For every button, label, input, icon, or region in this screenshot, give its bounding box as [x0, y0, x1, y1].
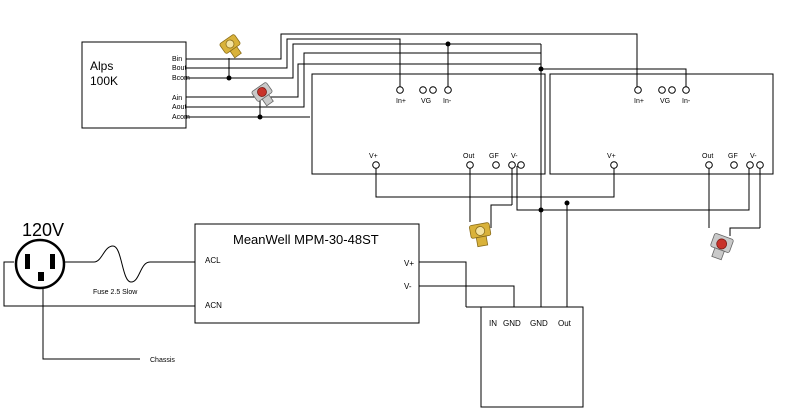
- wire-psu-v-minus: [419, 285, 515, 307]
- wire-bcom: [186, 43, 449, 88]
- regulator-out-label: Out: [558, 319, 572, 328]
- amp-left-gf-label: GF: [489, 153, 499, 160]
- pin-vg-a: [419, 86, 427, 94]
- pin-in-plus: [634, 86, 642, 94]
- amp-left-pins: [372, 86, 525, 169]
- amp-left-v-plus-label: V+: [369, 153, 378, 160]
- pin-vg-a: [658, 86, 666, 94]
- pin-in-minus: [682, 86, 690, 94]
- regulator-gnd2-label: GND: [530, 319, 548, 328]
- pot-pin-bout: Bout: [172, 65, 186, 72]
- amp-left-out-label: Out: [463, 153, 474, 160]
- amp-right-out-label: Out: [702, 153, 713, 160]
- mains-voltage-label: 120V: [22, 220, 64, 240]
- wire-psu-v-plus: [419, 261, 467, 307]
- amp-left-in-plus-label: In+: [396, 98, 406, 105]
- amp-right-in-plus-label: In+: [634, 98, 644, 105]
- pin-v-plus: [610, 161, 618, 169]
- power-wires: [3, 166, 761, 360]
- pin-gf: [492, 161, 500, 169]
- wire-v-minus-bus: [516, 166, 750, 211]
- wire-amp-left-gnd-to-jack: [490, 204, 512, 228]
- fuse-symbol: [93, 245, 151, 283]
- pot-pin-acom: Acom: [172, 114, 190, 121]
- regulator-in-label: IN: [489, 319, 497, 328]
- psu-name: MeanWell MPM-30-48ST: [233, 232, 379, 247]
- amp-left-vg-label: VG: [421, 98, 431, 105]
- amp-right-v-plus-label: V+: [607, 153, 616, 160]
- pot-pin-bin: Bin: [172, 56, 182, 63]
- pot-value: 100K: [90, 74, 118, 88]
- wire-ain: [186, 63, 541, 98]
- amp-right-box: In+ VG In- V+ Out GF V-: [549, 73, 774, 175]
- wire-mains-neutral: [3, 261, 195, 307]
- psu-v-plus-label: V+: [404, 259, 414, 268]
- pin-v-minus-a: [508, 161, 516, 169]
- rca-jack-a-icon: [251, 82, 274, 107]
- junction-dot: [445, 41, 451, 47]
- amp-left-v-minus-label: V-: [511, 153, 518, 160]
- junction-dot: [257, 114, 263, 120]
- pin-out: [705, 161, 713, 169]
- pot-pin-aout: Aout: [172, 104, 186, 111]
- junction-dot: [538, 207, 544, 213]
- pin-in-minus: [444, 86, 452, 94]
- pot-name: Alps: [90, 59, 113, 73]
- junction-dot: [564, 200, 570, 206]
- rca-jack-b-icon: [219, 34, 242, 59]
- pin-v-minus-a: [746, 161, 754, 169]
- psu-acn-label: ACN: [205, 301, 222, 310]
- wire-right-in-minus: [541, 68, 687, 88]
- outlet-slot-left: [25, 254, 30, 269]
- pin-vg-b: [429, 86, 437, 94]
- junction-dot: [538, 66, 544, 72]
- signal-wires: [186, 33, 687, 307]
- outlet-slot-right: [50, 254, 55, 269]
- amp-right-gf-label: GF: [728, 153, 738, 160]
- pot-pin-bcom: Bcom: [172, 75, 190, 82]
- pin-v-minus-b: [517, 161, 525, 169]
- pin-v-plus: [372, 161, 380, 169]
- amp-right-vg-label: VG: [660, 98, 670, 105]
- amp-right-v-minus-label: V-: [750, 153, 757, 160]
- rca-output-right-icon: [710, 233, 734, 261]
- junction-dot: [226, 75, 232, 81]
- junctions: [226, 41, 570, 213]
- chassis-label: Chassis: [150, 357, 175, 364]
- potentiometer-box: Alps 100K Bin Bout Bcom Ain Aout Acom: [81, 41, 190, 129]
- amp-right-in-minus-label: In-: [682, 98, 691, 105]
- pin-out: [466, 161, 474, 169]
- pin-vg-b: [668, 86, 676, 94]
- amp-left-in-minus-label: In-: [443, 98, 452, 105]
- wire-amp-right-gnd-to-jack: [729, 227, 760, 236]
- wire-chassis: [42, 285, 140, 360]
- rca-output-left-icon: [469, 222, 492, 248]
- psu-v-minus-label: V-: [404, 282, 412, 291]
- wire-aout: [186, 52, 541, 108]
- outlet-icon: [14, 238, 66, 290]
- regulator-box: IN GND GND Out: [480, 306, 584, 408]
- power-supply-box: MeanWell MPM-30-48ST ACL ACN V+ V-: [194, 223, 420, 324]
- pin-gf: [730, 161, 738, 169]
- outlet-ground-pin: [38, 272, 44, 281]
- wire-bout: [186, 38, 401, 88]
- wire-v-plus-bus: [375, 166, 615, 198]
- fuse-label: Fuse 2.5 Slow: [93, 289, 138, 296]
- wire-bin: [186, 33, 638, 88]
- regulator-gnd1-label: GND: [503, 319, 521, 328]
- pin-in-plus: [396, 86, 404, 94]
- pin-v-minus-b: [756, 161, 764, 169]
- psu-acl-label: ACL: [205, 256, 221, 265]
- mains-outlet: 120V: [14, 220, 66, 290]
- amp-right-pins: [610, 86, 764, 169]
- pot-pin-ain: Ain: [172, 95, 182, 102]
- amp-left-box: In+ VG In- V+ Out GF V-: [311, 73, 546, 175]
